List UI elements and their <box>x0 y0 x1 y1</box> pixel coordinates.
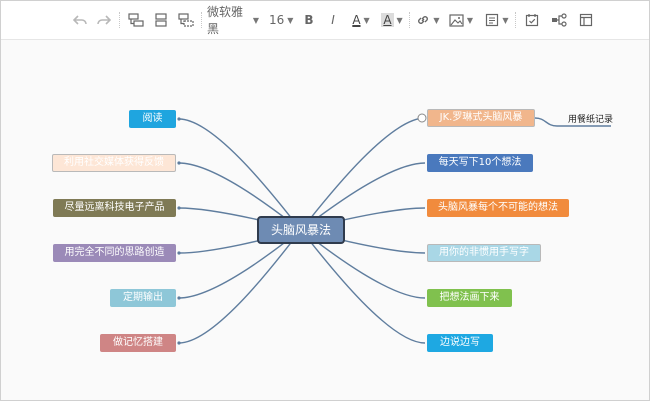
right-branch-topic[interactable]: JK.罗琳式头脑风暴 <box>427 109 535 127</box>
chevron-down-icon: ▼ <box>252 15 259 25</box>
structure-icon[interactable] <box>548 7 570 33</box>
separator <box>409 12 411 28</box>
chevron-down-icon: ▼ <box>433 15 440 25</box>
connector-dot <box>177 117 181 121</box>
separator <box>119 12 121 28</box>
link-icon <box>418 16 429 24</box>
left-branch-topic[interactable]: 做记忆搭建 <box>100 334 176 352</box>
italic-button[interactable]: I <box>331 13 335 27</box>
insert-parent-topic-icon[interactable] <box>175 7 197 33</box>
separator <box>515 12 517 28</box>
chevron-down-icon: ▼ <box>287 15 294 25</box>
branch-line-left <box>178 229 302 344</box>
separator <box>201 12 203 28</box>
insert-sibling-topic-icon[interactable] <box>151 7 171 33</box>
chevron-down-icon: ▼ <box>502 15 509 25</box>
right-branch-topic[interactable]: 用你的非惯用手写字 <box>427 244 541 262</box>
link-button[interactable]: ▼ <box>415 7 441 33</box>
branch-line-right <box>300 117 426 231</box>
note-button[interactable]: ▼ <box>483 7 511 33</box>
note-link-line <box>534 117 611 127</box>
chevron-down-icon: ▼ <box>466 15 474 25</box>
central-topic[interactable]: 头脑风暴法 <box>257 216 345 244</box>
insert-child-topic-icon[interactable] <box>125 7 147 33</box>
font-color-icon: A <box>352 13 361 27</box>
right-branch-topic[interactable]: 头脑风暴每个不可能的想法 <box>427 199 569 217</box>
left-branch-topic[interactable]: 尽量远离科技电子产品 <box>53 199 176 217</box>
left-branch-topic[interactable]: 定期输出 <box>110 289 176 307</box>
bold-button[interactable]: B <box>304 13 314 27</box>
left-branch-topic[interactable]: 用完全不同的思路创造 <box>53 244 176 262</box>
redo-icon[interactable] <box>95 7 113 33</box>
branch-line-right <box>300 229 426 344</box>
font-family-value: 微软雅黑 <box>207 5 244 36</box>
collapse-toggle-icon[interactable] <box>417 113 427 123</box>
chevron-down-icon: ▼ <box>363 15 370 25</box>
note-icon <box>486 13 499 27</box>
left-branch-topic[interactable]: 利用社交媒体获得反馈 <box>52 154 176 172</box>
font-size-select[interactable]: 16▼ <box>269 7 295 33</box>
connector-dot <box>177 251 181 255</box>
connector-dot <box>177 206 181 210</box>
right-branch-topic[interactable]: 把想法画下来 <box>427 289 512 307</box>
left-branch-topic[interactable]: 阅读 <box>129 110 176 128</box>
task-icon[interactable] <box>522 7 542 33</box>
connector-dot <box>177 341 181 345</box>
chevron-down-icon: ▼ <box>396 15 403 25</box>
right-branch-topic[interactable]: 每天写下10个想法 <box>427 154 533 172</box>
image-icon <box>449 13 464 27</box>
font-color-button[interactable]: A▼ <box>349 7 373 33</box>
highlight-icon: A <box>381 13 394 27</box>
image-button[interactable]: ▼ <box>447 7 475 33</box>
font-family-select[interactable]: 微软雅黑 ▼ <box>207 5 259 36</box>
highlight-color-button[interactable]: A▼ <box>379 7 405 33</box>
connector-dot <box>177 296 181 300</box>
branch-line-left <box>178 118 302 231</box>
font-size-value: 16 <box>269 13 285 27</box>
mindmap-canvas[interactable]: 头脑风暴法 用餐纸记录 阅读利用社交媒体获得反馈尽量远离科技电子产品用完全不同的… <box>1 40 649 400</box>
connector-dot <box>177 161 181 165</box>
floating-note-topic[interactable]: 用餐纸记录 <box>568 115 614 125</box>
right-branch-topic[interactable]: 边说边写 <box>427 334 493 352</box>
toolbar: 微软雅黑▼ 16▼ B I A▼ A▼ ▼ ▼ ▼ <box>1 1 649 40</box>
layout-icon[interactable] <box>576 7 596 33</box>
undo-icon[interactable] <box>71 7 89 33</box>
